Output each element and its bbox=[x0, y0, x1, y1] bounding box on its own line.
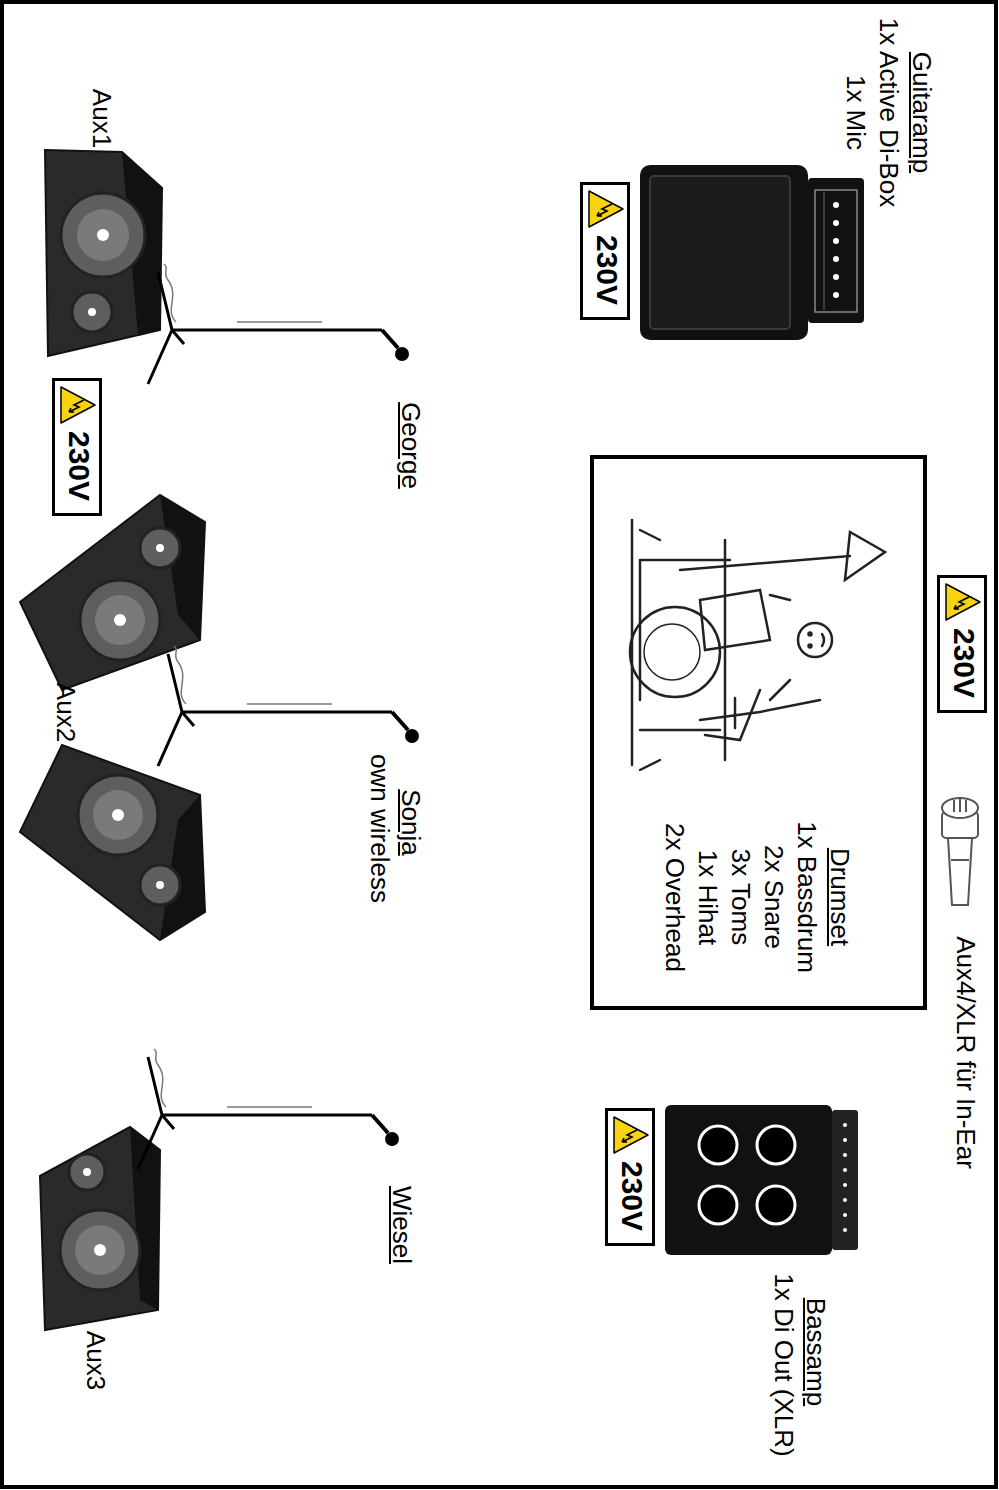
stage-label: Aux2 bbox=[50, 679, 82, 746]
stage-label: own wireless bbox=[364, 750, 396, 907]
stage-label: 1x Mic bbox=[840, 71, 872, 154]
stage-label: Aux1 bbox=[86, 85, 118, 152]
xlr-plug-icon bbox=[942, 798, 978, 905]
drumset-sketch bbox=[630, 520, 885, 770]
stage-label: Guitaramp bbox=[906, 48, 938, 177]
warning-triangle bbox=[940, 580, 984, 624]
power-badge: 230V bbox=[937, 575, 987, 713]
stage-label: George bbox=[395, 398, 427, 493]
mic-list-item: 1x Hihat bbox=[692, 846, 724, 949]
stage-label: Sonja bbox=[395, 785, 427, 860]
bass-amp bbox=[665, 1105, 858, 1255]
warning-triangle bbox=[583, 187, 627, 231]
warning-triangle bbox=[608, 1113, 652, 1157]
monitor-wedge bbox=[45, 150, 162, 356]
stage-label: Aux3 bbox=[80, 1327, 112, 1394]
stage-label: Bassamp bbox=[800, 1294, 832, 1410]
mic-list-item: 1x Bassdrum bbox=[791, 817, 823, 977]
guitar-amp bbox=[640, 165, 864, 340]
mic-stand bbox=[158, 646, 419, 766]
mic-list-item: 2x Snare bbox=[758, 841, 790, 953]
mic-stand bbox=[138, 1049, 399, 1169]
power-badge: 230V bbox=[605, 1108, 655, 1246]
voltage-label: 230V bbox=[947, 626, 981, 700]
mic-stand bbox=[148, 264, 409, 384]
monitor-wedge bbox=[20, 745, 205, 940]
mic-list-item: 3x Toms bbox=[725, 845, 757, 949]
stage-label: Wiesel bbox=[386, 1182, 418, 1268]
box-heading: Drumset bbox=[824, 844, 856, 950]
voltage-label: 230V bbox=[62, 429, 96, 503]
voltage-label: 230V bbox=[590, 233, 624, 307]
power-badge: 230V bbox=[52, 378, 102, 516]
warning-triangle bbox=[55, 383, 99, 427]
mic-list-item: 2x Overhead bbox=[659, 819, 691, 976]
power-badge: 230V bbox=[580, 182, 630, 320]
voltage-label: 230V bbox=[615, 1159, 649, 1233]
stage-label: Aux4/XLR für In-Ear bbox=[950, 932, 982, 1173]
stage-label: 1x Di Out (XLR) bbox=[768, 1269, 800, 1461]
drumset-box: Drumset1x Bassdrum2x Snare3x Toms1x Hiha… bbox=[590, 455, 927, 1010]
stage-label: 1x Active Di-Box bbox=[873, 14, 905, 211]
